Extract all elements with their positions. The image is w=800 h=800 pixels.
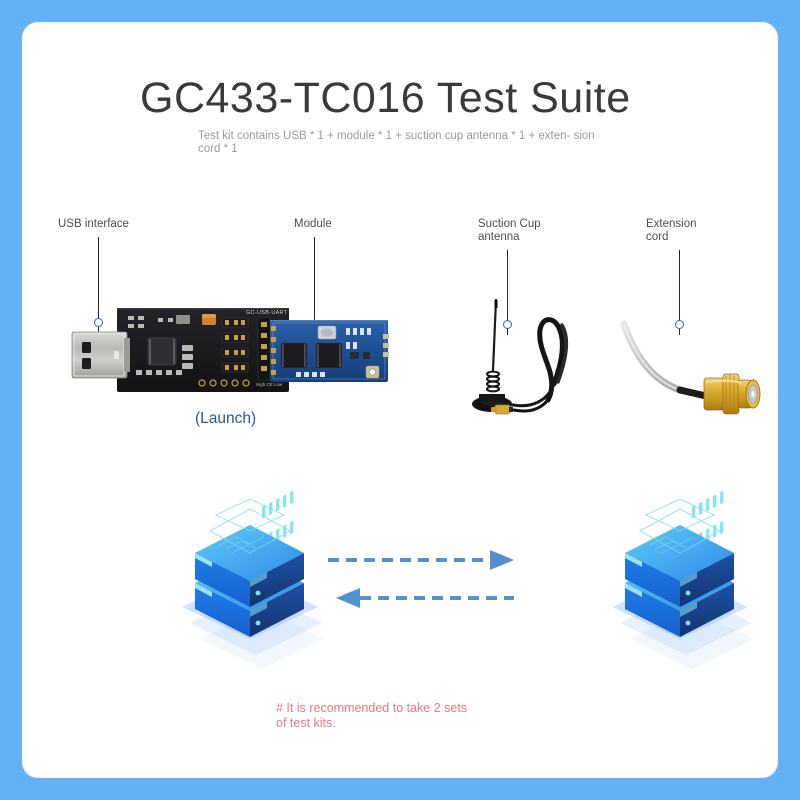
server-node-right [562, 487, 762, 669]
usb-module-assembly-photo: High CE Low GC-USB-UART [50, 290, 440, 415]
leader-line-module [314, 237, 315, 345]
leader-dot-usb-interface [94, 318, 103, 327]
dashed-arrow-left [336, 588, 514, 608]
server-node-left [132, 487, 332, 669]
svg-text:High CE Low: High CE Low [256, 382, 283, 387]
leader-dot-suction-cup-antenna [503, 320, 512, 329]
callout-label-extension-cord: Extension cord [646, 218, 697, 243]
usb-uart-board: High CE Low GC-USB-UART [117, 308, 289, 392]
callout-label-usb-interface: USB interface [58, 218, 129, 230]
card-panel: GC433-TC016 Test Suite Test kit contains… [22, 22, 778, 778]
svg-text:GC-USB-UART: GC-USB-UART [246, 310, 288, 316]
leader-dot-extension-cord [675, 320, 684, 329]
launch-label: (Launch) [195, 410, 257, 427]
usb-a-connector [71, 331, 130, 379]
bidirectional-link-arrows [322, 540, 532, 620]
suction-cup-antenna-photo [462, 292, 592, 422]
leader-line-extension-cord [679, 250, 680, 335]
callout-label-module: Module [294, 218, 332, 230]
extension-cord-photo [620, 314, 772, 424]
dashed-arrow-right [328, 550, 514, 570]
callout-label-suction-cup-antenna: Suction Cup antenna [478, 218, 541, 243]
page-subtitle: Test kit contains USB * 1 + module * 1 +… [198, 130, 595, 155]
rf-module-board [270, 320, 389, 382]
leader-line-usb-interface [98, 237, 99, 333]
recommendation-note: # It is recommended to take 2 sets of te… [276, 701, 468, 730]
leader-line-suction-cup-antenna [507, 250, 508, 335]
page-title: GC433-TC016 Test Suite [140, 74, 631, 122]
sma-connector [703, 373, 761, 415]
